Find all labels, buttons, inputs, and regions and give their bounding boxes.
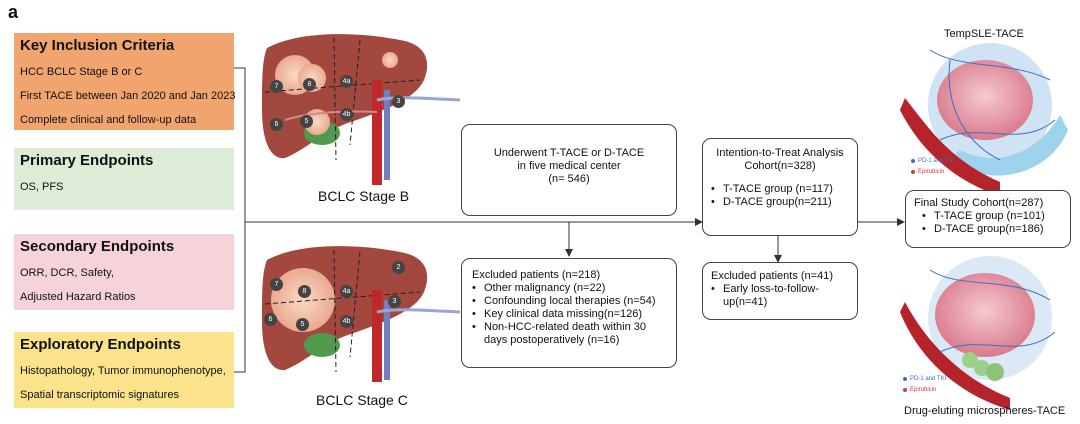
exploratory-endpoints-panel: Exploratory Endpoints Histopathology, Tu… (14, 332, 234, 408)
segment-badge: 8 (298, 280, 311, 298)
bclc-stage-b-caption: BCLC Stage B (318, 188, 410, 204)
excluded-item: •Key clinical data missing(n=126) (472, 308, 643, 320)
itt-title: Cohort(n=328) (744, 160, 816, 172)
itt-item: •D-TACE group(n=211) (711, 196, 832, 208)
exploratory-endpoints-title: Exploratory Endpoints (20, 336, 181, 353)
segment-badge: 3 (388, 290, 401, 308)
excluded-item: •Non-HCC-related death within 30 days po… (472, 321, 647, 346)
segment-badge: 4a (340, 70, 353, 88)
primary-endpoints-panel: Primary Endpoints OS, PFS (14, 148, 234, 210)
segment-badge: 5 (300, 110, 313, 128)
legend-epi-top: Epirubicin (918, 169, 945, 175)
inclusion-line: HCC BCLC Stage B or C (20, 66, 143, 78)
itt-item: •T-TACE group (n=117) (711, 183, 833, 195)
legend-dots (903, 159, 915, 392)
inclusion-criteria-panel: Key Inclusion Criteria HCC BCLC Stage B … (14, 33, 236, 130)
underwent-line: in five medical center (517, 160, 621, 172)
underwent-line: (n= 546) (548, 173, 590, 185)
final-title: Final Study Cohort(n=287) (914, 197, 1044, 209)
excluded-patients-box-1: Excluded patients (n=218) •Other maligna… (461, 258, 677, 368)
secondary-endpoints-line: Adjusted Hazard Ratios (20, 291, 136, 303)
final-cohort-box: Final Study Cohort(n=287) •T-TACE group … (905, 190, 1071, 248)
itt-title: Intention-to-Treat Analysis (716, 147, 844, 159)
final-item: •T-TACE group (n=101) (922, 210, 1045, 222)
segment-badge: 2 (392, 256, 405, 274)
legend-pd1-top: PD-1 and TKI (918, 158, 955, 164)
tempsle-tace-illustration (900, 43, 1068, 196)
underwent-line: Underwent T-TACE or D-TACE (493, 147, 645, 159)
excluded-title: Excluded patients (n=41) (711, 270, 833, 282)
segment-badge: 3 (392, 90, 405, 108)
microspheres-tace-title: Drug-eluting microspheres-TACE (904, 405, 1066, 417)
segment-badge: 4b (340, 310, 353, 328)
tempsle-tace-title: TempSLE-TACE (944, 28, 1024, 40)
microspheres-tace-illustration (900, 256, 1056, 410)
exploratory-endpoints-line: Spatial transcriptomic signatures (20, 389, 179, 401)
segment-badge: 7 (270, 75, 283, 93)
underwent-tace-box: Underwent T-TACE or D-TACE in five medic… (461, 124, 677, 216)
bclc-stage-c-caption: BCLC Stage C (316, 392, 408, 408)
segment-badge: 4b (340, 103, 353, 121)
secondary-endpoints-panel: Secondary Endpoints ORR, DCR, Safety, Ad… (14, 234, 234, 310)
segment-badge: 4a (340, 280, 353, 298)
excluded-item: •Confounding local therapies (n=54) (472, 295, 656, 307)
liver-stage-c-illustration (262, 246, 461, 382)
secondary-endpoints-line: ORR, DCR, Safety, (20, 267, 114, 279)
exploratory-endpoints-line: Histopathology, Tumor immunophenotype, (20, 365, 226, 377)
segment-badge: 6 (264, 308, 277, 326)
segment-badge: 8 (303, 73, 316, 91)
final-item: •D-TACE group(n=186) (922, 223, 1044, 235)
liver-stage-b-illustration (262, 34, 461, 185)
segment-badge: 7 (270, 273, 283, 291)
excluded-title: Excluded patients (n=218) (472, 269, 601, 281)
secondary-endpoints-title: Secondary Endpoints (20, 238, 175, 255)
flow-connectors (565, 218, 905, 263)
primary-endpoints-title: Primary Endpoints (20, 152, 154, 169)
itt-cohort-box: Intention-to-Treat Analysis Cohort(n=328… (702, 138, 858, 236)
primary-endpoints-line: OS, PFS (20, 181, 64, 193)
segment-badge: 6 (270, 113, 283, 131)
legend-epi-bottom: Epirubicin (910, 387, 937, 393)
inclusion-line: Complete clinical and follow-up data (20, 114, 197, 126)
excluded-item: •Other malignancy (n=22) (472, 282, 606, 294)
excluded-item: •Early loss-to-follow-up(n=41) (711, 283, 819, 308)
panel-label: a (8, 2, 19, 22)
inclusion-line: First TACE between Jan 2020 and Jan 2023 (20, 90, 236, 102)
excluded-patients-box-2: Excluded patients (n=41) •Early loss-to-… (702, 262, 858, 320)
segment-badge: 5 (296, 313, 309, 331)
criteria-bracket (234, 67, 703, 373)
inclusion-criteria-title: Key Inclusion Criteria (20, 37, 175, 54)
legend-pd1-bottom: PD-1 and TKI (910, 376, 947, 382)
